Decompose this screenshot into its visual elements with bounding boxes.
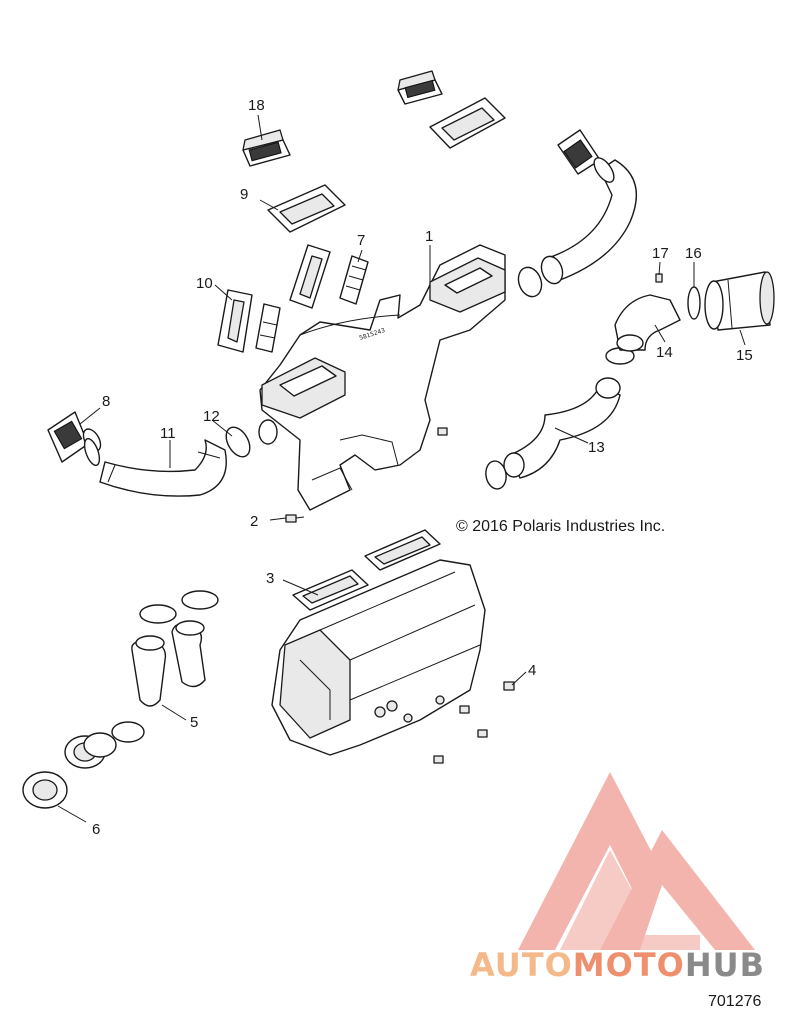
callout-4: 4	[528, 662, 536, 679]
upper-right-hose	[540, 159, 638, 285]
part-2-screw	[285, 514, 305, 523]
callout-12: 12	[203, 408, 220, 425]
part-16-clamp	[687, 286, 701, 320]
upper-right-clamp-2	[517, 266, 543, 298]
upper-right-clamp-1	[593, 157, 615, 183]
clamp-13-bottom	[485, 460, 507, 490]
airbox	[271, 559, 486, 756]
part-4-nuts	[433, 681, 515, 764]
airbox-seal-2	[364, 529, 441, 571]
part-17-screw	[655, 273, 663, 283]
part-1-main-duct: 5815243	[258, 244, 506, 511]
top-seal	[429, 97, 506, 149]
callout-6: 6	[92, 821, 100, 838]
watermark-logo	[518, 772, 755, 950]
copyright-text: © 2016 Polaris Industries Inc.	[456, 518, 665, 535]
callout-9: 9	[240, 186, 248, 203]
callout-15: 15	[736, 347, 753, 364]
part-5-clamps	[111, 590, 219, 743]
callout-18: 18	[248, 97, 265, 114]
callout-7: 7	[357, 232, 365, 249]
callout-16: 16	[685, 245, 702, 262]
watermark-text: AUTOMOTOHUB	[470, 946, 765, 984]
part-5-hoses	[131, 620, 206, 707]
part-9-seal	[267, 184, 346, 233]
part-6-outlets	[22, 732, 117, 809]
part-12-clamp	[225, 426, 251, 458]
part-13-hose	[503, 377, 621, 479]
callout-3: 3	[266, 570, 274, 587]
watermark-auto: AUTO	[470, 946, 573, 984]
callout-8: 8	[102, 393, 110, 410]
callout-17: 17	[652, 245, 669, 262]
callouts: 1 2 3 4 5 6 7 8 9 10 11 12 13 14 15 16 1…	[92, 97, 753, 838]
callout-14: 14	[656, 344, 673, 361]
vertical-seal	[289, 244, 331, 309]
part-15-air-filter	[704, 271, 775, 331]
document-number: 701276	[708, 993, 761, 1010]
part-14-elbow	[614, 294, 681, 352]
callout-5: 5	[190, 714, 198, 731]
callout-13: 13	[588, 439, 605, 456]
part-10-seal	[217, 289, 253, 353]
part-3-seal	[292, 569, 369, 611]
duct-screw	[437, 427, 448, 436]
watermark-moto: MOTO	[573, 946, 685, 984]
part-11-hose	[99, 439, 227, 497]
callout-11: 11	[160, 425, 176, 442]
callout-2: 2	[250, 513, 258, 530]
callout-1: 1	[425, 228, 433, 245]
callout-10: 10	[196, 275, 213, 292]
small-vent-near-10	[255, 303, 281, 353]
clamp-near-8	[83, 437, 101, 467]
top-vent	[397, 70, 443, 105]
part-18-vent	[242, 129, 291, 167]
upper-right-vent	[557, 129, 601, 175]
leader-lines	[57, 114, 746, 823]
part-7-vent	[339, 255, 369, 305]
watermark-hub: HUB	[685, 946, 765, 984]
